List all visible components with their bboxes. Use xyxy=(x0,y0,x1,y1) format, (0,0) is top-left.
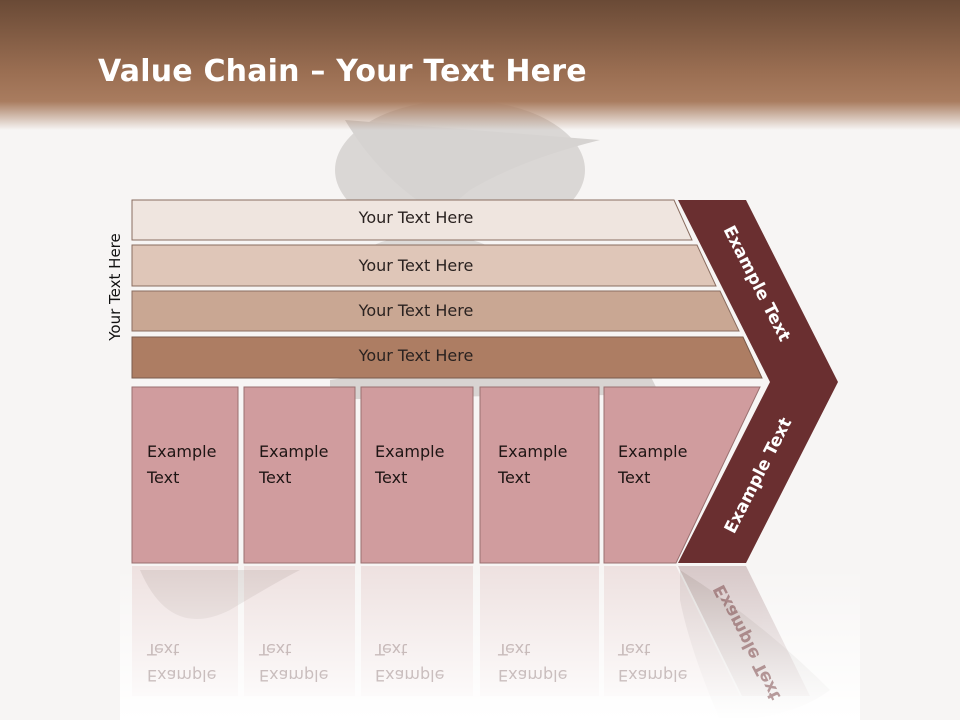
activity-box-1 xyxy=(131,386,239,564)
box-4-label: Example Text xyxy=(498,439,567,491)
title-band xyxy=(0,0,960,130)
box-2-label: Example Text xyxy=(259,439,328,491)
activity-box-2 xyxy=(243,386,356,564)
bar-3 xyxy=(131,290,740,332)
bar-3-label: Your Text Here xyxy=(358,301,474,320)
box-4-line2: Text xyxy=(498,468,531,487)
box-3-line2: Text xyxy=(375,468,408,487)
bar-4 xyxy=(131,336,763,379)
box-3-label: Example Text xyxy=(375,439,444,491)
chevron-arrow xyxy=(678,200,838,563)
box-3-line1: Example xyxy=(375,442,445,461)
box-1-label: Example Text xyxy=(147,439,216,491)
activity-box-3 xyxy=(360,386,474,564)
box-2-line1: Example xyxy=(259,442,329,461)
box-4-line1: Example xyxy=(498,442,568,461)
page-title: Value Chain – Your Text Here xyxy=(98,54,587,89)
box-2-line2: Text xyxy=(259,468,292,487)
bar-2 xyxy=(131,244,717,287)
activity-box-5 xyxy=(603,386,761,564)
box-1-line1: Example xyxy=(147,442,217,461)
box-5-line2: Text xyxy=(618,468,651,487)
activity-box-4 xyxy=(479,386,600,564)
box-5-line1: Example xyxy=(618,442,688,461)
bar-4-label: Your Text Here xyxy=(358,346,474,365)
box-1-line2: Text xyxy=(147,468,180,487)
bar-1-label: Your Text Here xyxy=(358,208,474,227)
bar-1 xyxy=(131,199,693,241)
title-bold: Value Chain xyxy=(98,54,300,89)
title-rest: – Your Text Here xyxy=(299,54,587,89)
box-5-label: Example Text xyxy=(618,439,687,491)
bar-2-label: Your Text Here xyxy=(358,256,474,275)
